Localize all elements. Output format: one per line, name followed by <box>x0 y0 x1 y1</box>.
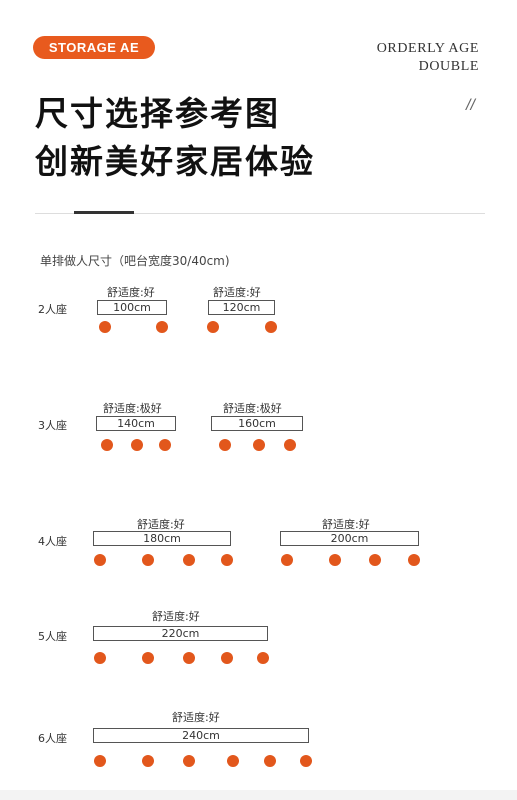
seat-dot <box>219 439 231 451</box>
storage-badge: STORAGE AE <box>33 36 155 59</box>
footer-band <box>0 790 517 800</box>
decorative-slashes: // <box>466 97 475 114</box>
seat-dot <box>221 652 233 664</box>
comfort-rating: 舒适度:好 <box>172 711 220 724</box>
bar-width-box: 100cm <box>97 300 167 315</box>
brand-text: ORDERLY AGE DOUBLE <box>377 40 479 76</box>
seat-dot <box>183 554 195 566</box>
seat-dot <box>253 439 265 451</box>
comfort-rating: 舒适度:好 <box>107 286 155 299</box>
row-label-3-seat: 3人座 <box>38 419 67 432</box>
seat-dot <box>227 755 239 767</box>
seat-dot <box>284 439 296 451</box>
brand-line-2: DOUBLE <box>418 59 479 74</box>
comfort-rating: 舒适度:好 <box>213 286 261 299</box>
bar-width-box: 240cm <box>93 728 309 743</box>
seat-dot <box>142 652 154 664</box>
comfort-rating: 舒适度:好 <box>152 610 200 623</box>
page-subtitle: 创新美好家居体验 <box>35 142 315 181</box>
seat-dot <box>94 652 106 664</box>
seat-dot <box>221 554 233 566</box>
row-label-6-seat: 6人座 <box>38 732 67 745</box>
seat-dot <box>408 554 420 566</box>
seat-dot <box>281 554 293 566</box>
seat-dot <box>265 321 277 333</box>
seat-dot <box>142 755 154 767</box>
seat-dot <box>131 439 143 451</box>
bar-width-box: 160cm <box>211 416 303 431</box>
page-title: 尺寸选择参考图 <box>35 94 280 133</box>
row-label-2-seat: 2人座 <box>38 303 67 316</box>
comfort-rating: 舒适度:极好 <box>103 402 162 415</box>
comfort-rating: 舒适度:极好 <box>223 402 282 415</box>
row-label-4-seat: 4人座 <box>38 535 67 548</box>
divider-line <box>35 213 485 214</box>
comfort-rating: 舒适度:好 <box>322 518 370 531</box>
seat-dot <box>183 755 195 767</box>
seat-dot <box>257 652 269 664</box>
bar-width-box: 120cm <box>208 300 275 315</box>
bar-width-box: 140cm <box>96 416 176 431</box>
seat-dot <box>99 321 111 333</box>
seat-dot <box>300 755 312 767</box>
seat-dot <box>94 755 106 767</box>
seat-dot <box>156 321 168 333</box>
seat-dot <box>159 439 171 451</box>
divider-accent <box>74 211 134 214</box>
seat-dot <box>142 554 154 566</box>
seat-dot <box>369 554 381 566</box>
seat-dot <box>183 652 195 664</box>
brand-line-1: ORDERLY AGE <box>376 41 479 56</box>
comfort-rating: 舒适度:好 <box>137 518 185 531</box>
bar-width-box: 220cm <box>93 626 268 641</box>
row-label-5-seat: 5人座 <box>38 630 67 643</box>
seat-dot <box>329 554 341 566</box>
section-heading: 单排做人尺寸（吧台宽度30/40cm) <box>40 254 230 268</box>
seat-dot <box>101 439 113 451</box>
seat-dot <box>94 554 106 566</box>
bar-width-box: 180cm <box>93 531 231 546</box>
seat-dot <box>207 321 219 333</box>
bar-width-box: 200cm <box>280 531 419 546</box>
seat-dot <box>264 755 276 767</box>
